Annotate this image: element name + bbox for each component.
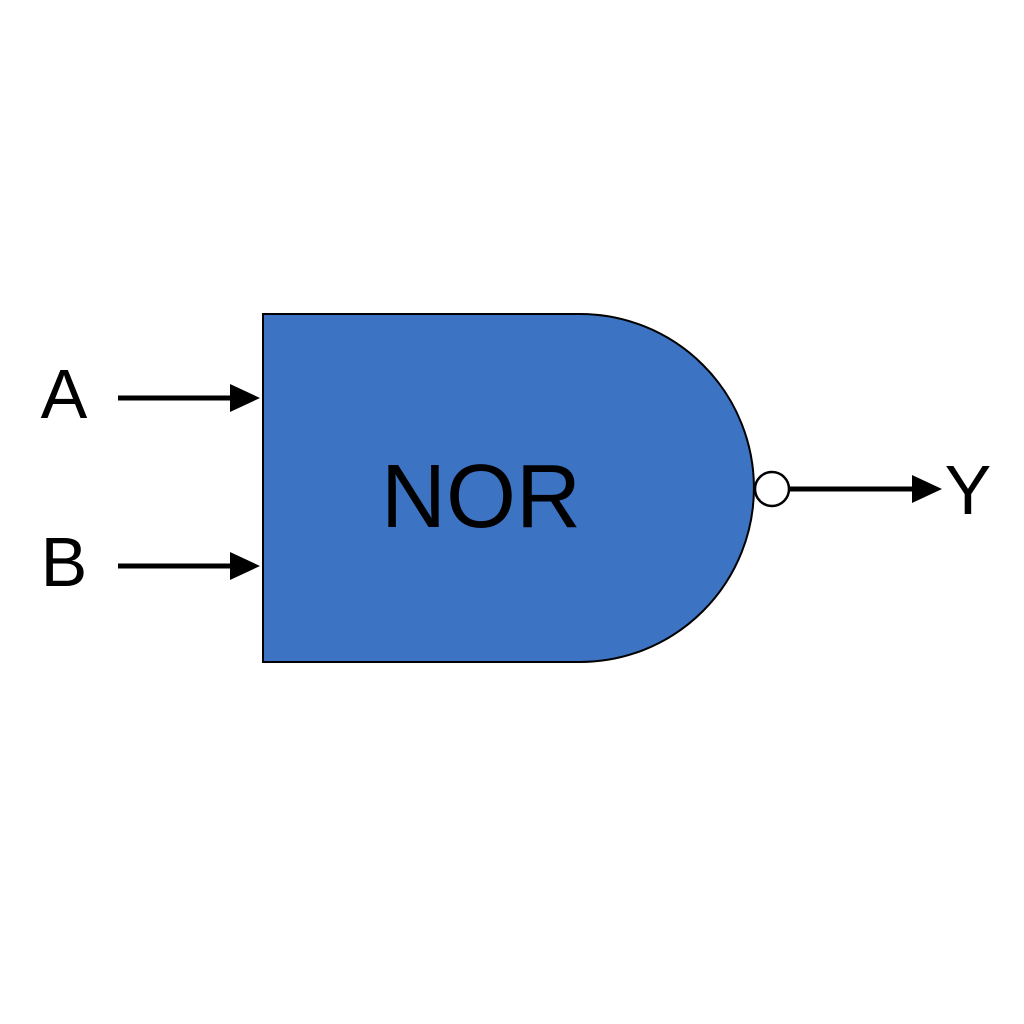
- gate-body: [262, 313, 755, 663]
- input-b-label: B: [41, 523, 88, 601]
- inversion-bubble: [753, 470, 791, 508]
- input-b-arrowhead: [230, 552, 260, 580]
- input-a-label: A: [41, 355, 88, 433]
- output-arrowhead: [912, 475, 942, 503]
- input-a-arrowhead: [230, 384, 260, 412]
- output-y-label: Y: [945, 451, 992, 529]
- gate-label: NOR: [381, 447, 581, 547]
